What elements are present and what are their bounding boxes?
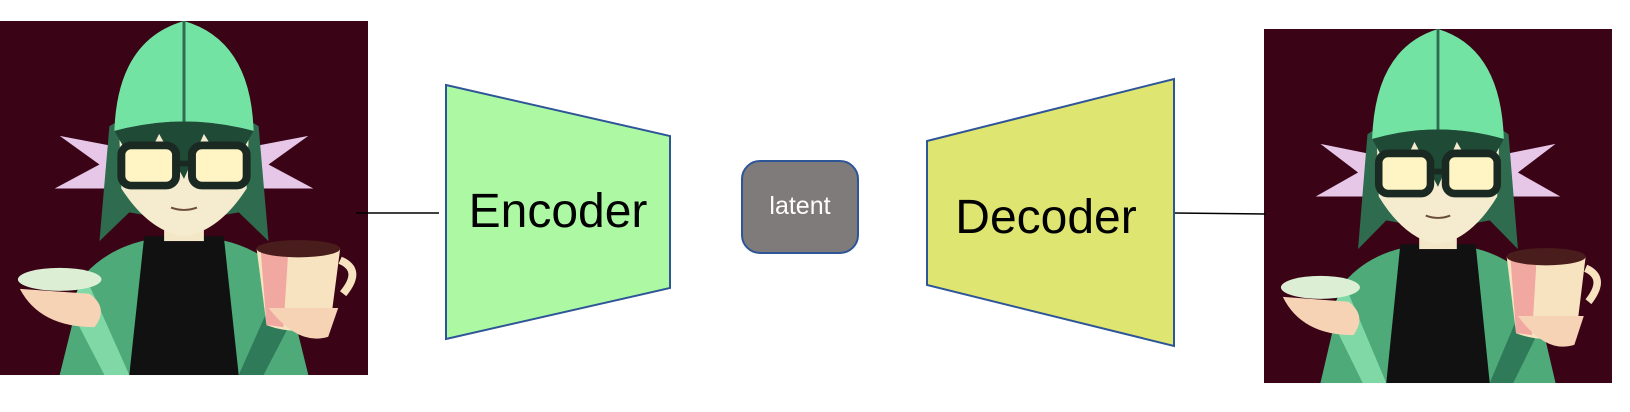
output-connector [1173,212,1267,215]
anime-character-icon [1264,29,1612,383]
decoder-label: Decoder [955,191,1136,244]
anime-character-icon [0,21,368,375]
encoder-shape [445,83,671,341]
decoder-block: Decoder [926,77,1175,348]
encoder-block: Encoder [445,83,671,341]
input-image [0,21,368,375]
latent-block: latent [741,160,859,254]
encoder-label: Encoder [469,185,648,238]
latent-label: latent [769,192,830,220]
latent-shape [741,160,859,254]
output-image [1264,29,1612,383]
decoder-shape [926,77,1175,348]
